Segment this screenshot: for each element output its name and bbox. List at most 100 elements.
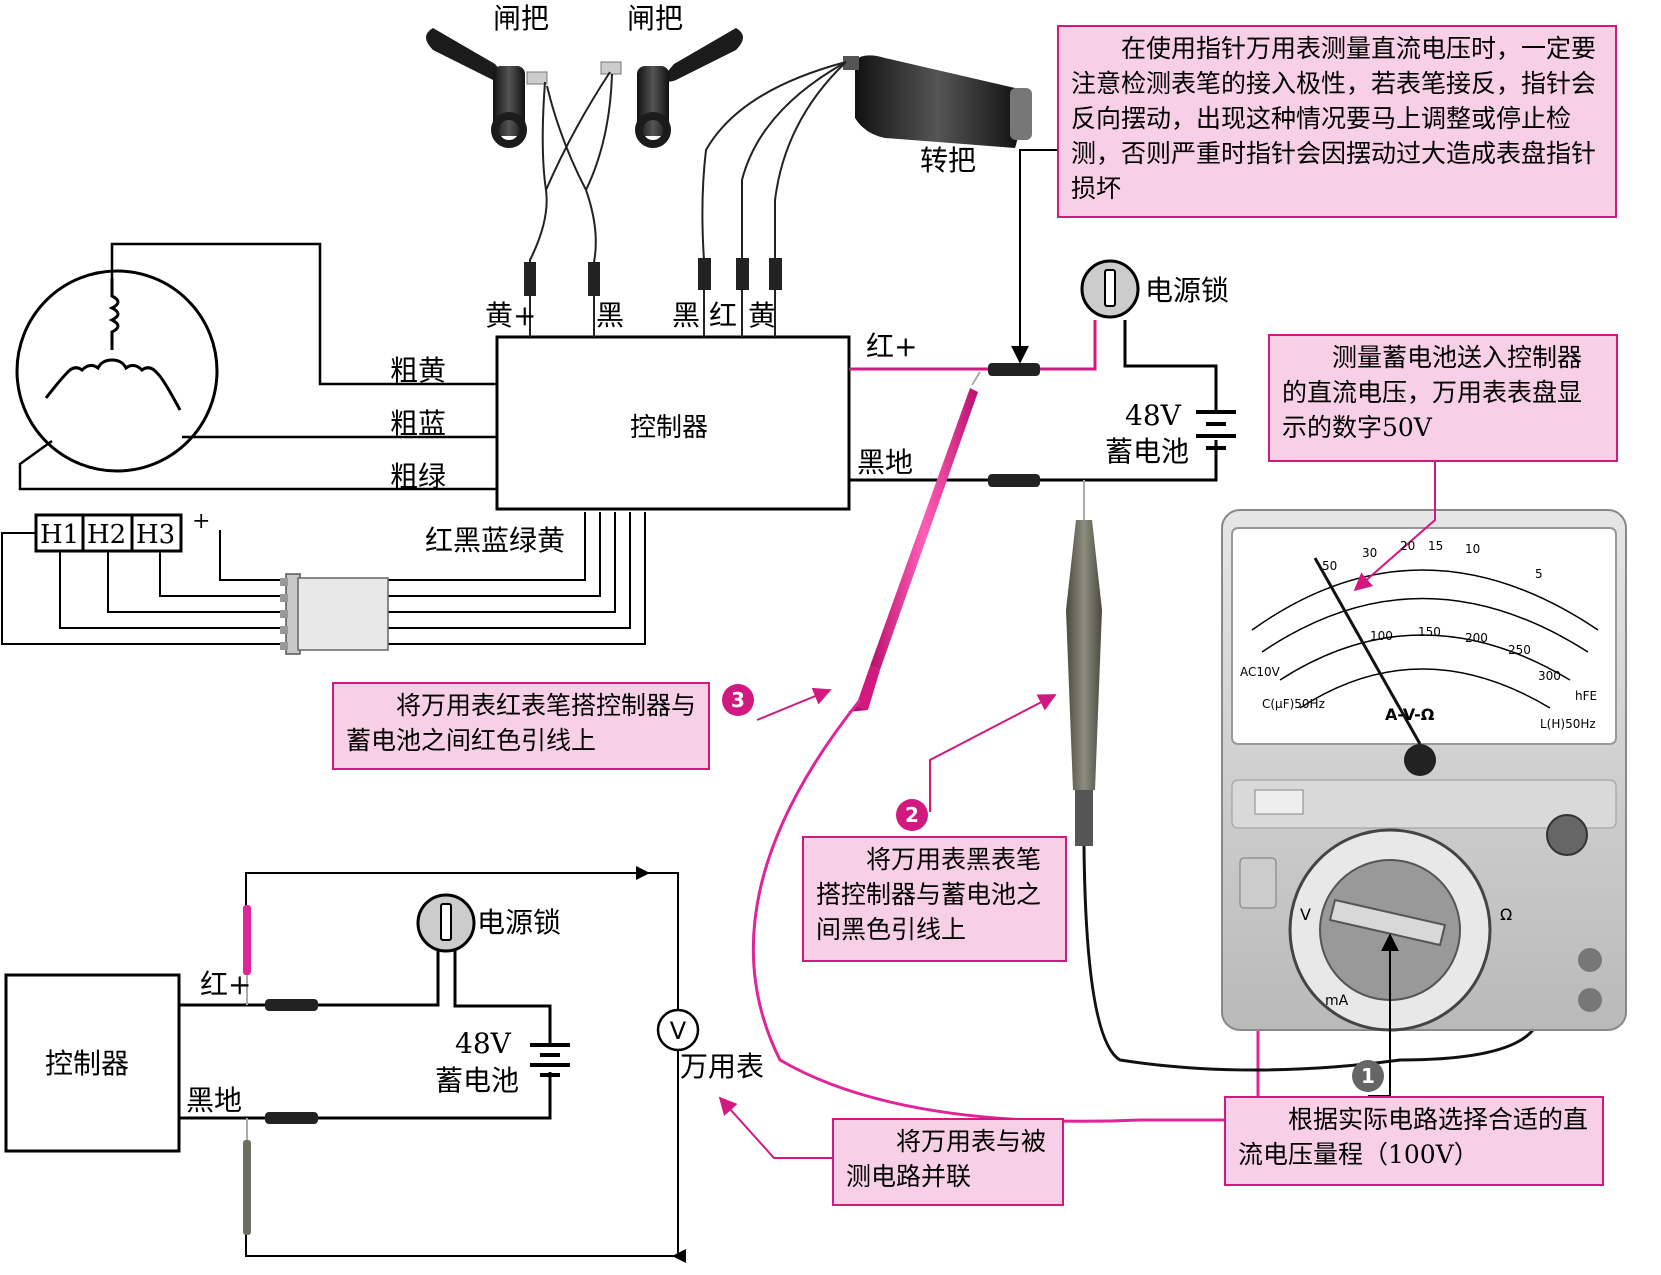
brake-wires (529, 71, 613, 337)
red-lead-connector (988, 363, 1040, 376)
ohm-adjust-knob[interactable] (1546, 814, 1588, 856)
meter-ac-label: AC10V (1240, 665, 1281, 679)
bottom-red-connector (265, 999, 318, 1011)
power-lock-icon (1080, 259, 1140, 319)
bottom-loop-arrows (636, 866, 686, 1263)
step-number-1: 1 (1361, 1064, 1375, 1088)
range-selector-knob[interactable] (1328, 898, 1447, 947)
meter-ind-label: L(H)50Hz (1540, 717, 1596, 731)
reading-note-text: 测量蓄电池送入控制器的直流电压，万用表表盘显示的数字50V (1282, 343, 1583, 442)
zero-adjust-screw[interactable] (1404, 744, 1436, 776)
bottom-power-lock-icon (416, 893, 476, 953)
bottom-controller-box (4, 973, 181, 1153)
bottom-power-lock-label: 电源锁 (477, 906, 561, 939)
step2-note: 将万用表黑表笔搭控制器与蓄电池之间黑色引线上 (802, 836, 1067, 962)
top-circuit-wires (849, 320, 1218, 482)
step1-note-text: 根据实际电路选择合适的直流电压量程（100V） (1238, 1105, 1589, 1169)
meter-label: 万用表 (680, 1050, 764, 1083)
meter-v-mark: V (1300, 905, 1311, 924)
throttle-grip (843, 55, 1032, 148)
voltmeter-letter: V (670, 1017, 687, 1045)
reading-note: 测量蓄电池送入控制器的直流电压，万用表表盘显示的数字50V (1268, 334, 1618, 462)
motor-wires (18, 242, 496, 491)
brake-connectors (524, 262, 600, 296)
hall-h3-label: H3 (136, 520, 175, 550)
throttle-label: 转把 (920, 144, 976, 177)
meter-mark-200: 200 (1465, 631, 1488, 645)
red-plus-label: 红+ (866, 330, 917, 363)
hall-plug (280, 573, 389, 655)
meter-mark-250: 250 (1508, 643, 1531, 657)
parallel-note: 将万用表与被测电路并联 (832, 1118, 1064, 1206)
bottom-controller-label: 控制器 (45, 1047, 129, 1080)
meter-mark-5: 5 (1535, 567, 1543, 581)
meter-mark-100: 100 (1370, 629, 1393, 643)
meter-mark-300: 300 (1538, 669, 1561, 683)
battery-symbol (1196, 410, 1236, 450)
throttle-wire-red-label: 红 (709, 299, 737, 332)
polarity-note-text: 在使用指针万用表测量直流电压时，一定要注意检测表笔的接入极性，若表笔接反，指针会… (1071, 34, 1597, 203)
step-number-3: 3 (731, 688, 745, 712)
throttle-connectors (698, 258, 782, 290)
bottom-battery-voltage-label: 48V (455, 1027, 512, 1060)
parallel-note-text: 将万用表与被测电路并联 (846, 1127, 1047, 1191)
controller-box (495, 335, 851, 511)
meter-dial-text: A-V-Ω (1385, 705, 1435, 724)
phase-yellow-label: 粗黄 (390, 354, 446, 387)
black-gnd-label: 黑地 (857, 446, 913, 479)
meter-hfe-label: hFE (1575, 689, 1597, 703)
power-lock-label: 电源锁 (1145, 274, 1229, 307)
step3-note: 将万用表红表笔搭控制器与蓄电池之间红色引线上 (332, 682, 710, 770)
step-number-2: 2 (905, 803, 919, 827)
bottom-black-probe (243, 1118, 251, 1235)
throttle-wire-black-label: 黑 (672, 299, 700, 332)
motor-symbol (15, 269, 219, 473)
meter-mark-20: 20 (1400, 539, 1415, 553)
multimeter (1221, 509, 1627, 1032)
throttle-wire-yellow-label: 黄 (748, 299, 776, 332)
hall-h2-label: H2 (87, 520, 126, 550)
bottom-red-plus-label: 红+ (200, 968, 251, 1001)
hall-plus-label: + (192, 509, 210, 534)
meter-needle (1313, 557, 1422, 745)
battery-voltage-label: 48V (1125, 399, 1182, 432)
throttle-wires (701, 61, 847, 337)
voltmeter-symbol (656, 1008, 700, 1052)
hall-wires-label: 红黑蓝绿黄 (425, 524, 565, 557)
bottom-black-gnd-label: 黑地 (186, 1084, 242, 1117)
black-lead-connector (988, 474, 1040, 487)
battery-label: 蓄电池 (1105, 435, 1189, 468)
brake-lever-left (426, 28, 548, 148)
brake-lever-right (600, 28, 743, 148)
phase-green-label: 粗绿 (390, 460, 446, 493)
meter-cap-label: C(μF)50Hz (1262, 697, 1325, 711)
controller-label: 控制器 (630, 413, 708, 443)
brake-pos-label: 黄+ (485, 299, 536, 332)
step1-note: 根据实际电路选择合适的直流电压量程（100V） (1224, 1096, 1604, 1186)
step2-note-text: 将万用表黑表笔搭控制器与蓄电池之间黑色引线上 (816, 845, 1042, 944)
brake-label-left: 闸把 (493, 2, 549, 35)
brake-label-right: 闸把 (627, 2, 683, 35)
red-lead-wire (849, 320, 1097, 371)
meter-scales (1251, 569, 1599, 709)
bottom-battery-label: 蓄电池 (435, 1064, 519, 1097)
bottom-circuit-wires (179, 950, 552, 1120)
meter-mark-150: 150 (1418, 625, 1441, 639)
meter-mark-15: 15 (1428, 539, 1443, 553)
hall-connector-block (34, 513, 183, 553)
bottom-black-connector (265, 1112, 318, 1124)
polarity-note: 在使用指针万用表测量直流电压时，一定要注意检测表笔的接入极性，若表笔接反，指针会… (1057, 25, 1617, 218)
meter-mark-50: 50 (1322, 559, 1337, 573)
hall-h1-label: H1 (40, 520, 79, 550)
phase-blue-label: 粗蓝 (390, 407, 446, 440)
meter-mark-10: 10 (1465, 542, 1480, 556)
step-markers (722, 684, 1384, 1092)
meter-ohm-mark: Ω (1500, 905, 1512, 924)
bottom-red-probe (243, 905, 251, 1005)
meter-ma-mark: mA (1325, 993, 1349, 1009)
bottom-battery-symbol (530, 1043, 570, 1077)
meter-mark-30: 30 (1362, 546, 1377, 560)
brake-neg-label: 黑 (596, 299, 624, 332)
step3-note-text: 将万用表红表笔搭控制器与蓄电池之间红色引线上 (346, 691, 697, 755)
